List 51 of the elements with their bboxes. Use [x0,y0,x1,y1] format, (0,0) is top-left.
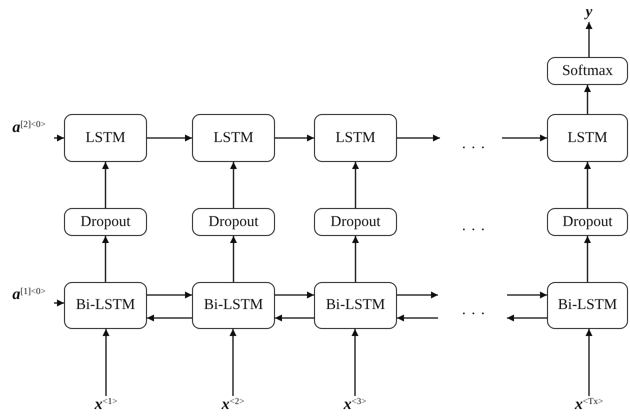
arrow [275,314,314,322]
arrow [584,162,591,208]
layer-box: Dropout [314,208,397,236]
layer-box: LSTM [314,114,397,162]
layer-box: LSTM [192,114,275,162]
arrow [102,236,109,282]
arrow [54,300,64,306]
arrow [352,236,359,282]
output-label: y [577,2,601,22]
variable-label: a$^{[2]<0>}$ [4,119,54,141]
arrow [502,134,547,142]
arrow [352,162,359,208]
arrow [397,314,438,322]
arrow [54,134,64,142]
arrow [397,134,440,142]
arrow [275,292,314,298]
arrow [584,85,591,114]
layer-box: Bi-LSTM [192,282,275,329]
arrow [352,329,358,396]
ellipsis: . . . [462,302,486,319]
layer-box: Bi-LSTM [547,282,628,329]
ellipsis: . . . [462,218,486,235]
variable-label: x$^{<2>}$ [213,396,253,418]
ellipsis: . . . [462,136,486,153]
arrow [586,329,592,396]
variable-label: x$^{<1>}$ [86,396,126,418]
arrow [397,292,438,298]
arrow [147,292,192,298]
arrow [147,134,192,142]
layer-box: Dropout [547,208,628,236]
arrow [275,134,314,142]
arrow [584,236,591,282]
arrow [102,162,109,208]
arrow [230,236,237,282]
variable-label: x$^{<Tx>}$ [566,396,612,418]
layer-box: LSTM [547,114,628,162]
layer-box: Dropout [192,208,275,236]
layer-box: LSTM [64,114,147,162]
layer-box: Bi-LSTM [64,282,147,329]
layer-box: Softmax [547,57,628,85]
arrow [230,162,237,208]
layer-box: Bi-LSTM [314,282,397,329]
variable-label: x$^{<3>}$ [335,396,375,418]
arrow [102,329,110,396]
variable-label: a$^{[1]<0>}$ [4,286,54,308]
arrow [507,314,547,322]
arrow [586,22,592,57]
arrow [507,292,547,298]
arrow [147,314,192,322]
arrow [230,329,236,396]
layer-box: Dropout [64,208,147,236]
